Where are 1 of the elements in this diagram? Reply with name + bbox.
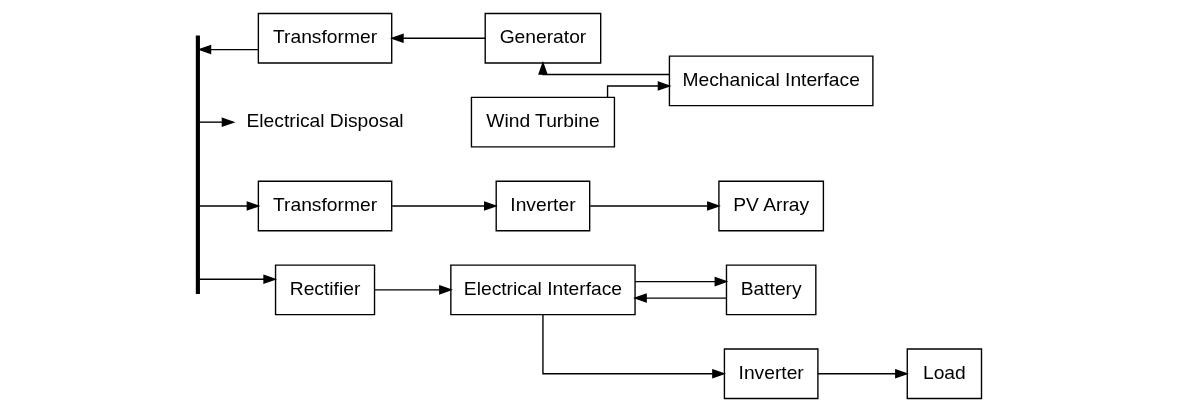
node-text: Electrical Disposal bbox=[245, 110, 404, 132]
